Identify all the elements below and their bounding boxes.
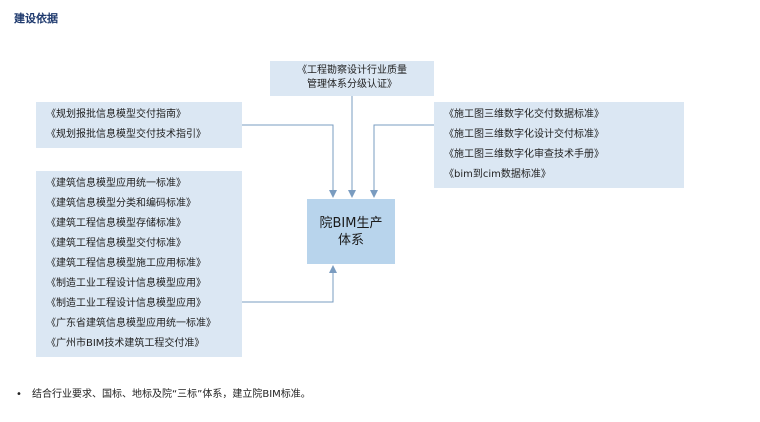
standard-box-construction: 《施工图三维数字化交付数据标准》 《施工图三维数字化设计交付标准》 《施工图三维… <box>434 102 684 188</box>
center-label-line: 体系 <box>337 232 364 248</box>
arrow-from-planning-box <box>242 124 337 198</box>
standard-item: 《施工图三维数字化设计交付标准》 <box>444 129 604 140</box>
standard-item: 《建筑工程信息模型存储标准》 <box>46 218 186 229</box>
standard-item: 《建筑信息模型应用统一标准》 <box>46 178 186 189</box>
standard-item: 《施工图三维数字化交付数据标准》 <box>444 109 604 120</box>
bim-production-system-box: 院BIM生产 体系 <box>307 199 395 264</box>
standard-item: 《规划报批信息模型交付技术指引》 <box>46 129 206 140</box>
standard-item: 《建筑工程信息模型交付标准》 <box>46 238 186 249</box>
center-label-line: 院BIM生产 <box>319 215 383 231</box>
standard-item: 《广州市BIM技术建筑工程交付准》 <box>46 338 205 349</box>
bullet-note: • 结合行业要求、国标、地标及院“三标”体系，建立院BIM标准。 <box>16 385 311 400</box>
bullet-note-text: 结合行业要求、国标、地标及院“三标”体系，建立院BIM标准。 <box>32 389 311 400</box>
standard-box-top: 《工程勘察设计行业质量 管理体系分级认证》 <box>270 61 434 96</box>
arrow-from-national-box <box>242 265 337 303</box>
standard-item: 《广东省建筑信息模型应用统一标准》 <box>46 318 216 329</box>
standard-item: 《规划报批信息模型交付指南》 <box>46 109 186 120</box>
standard-item: 《制造工业工程设计信息模型应用》 <box>46 298 206 309</box>
bullet-icon: • <box>16 389 22 400</box>
standard-item: 《施工图三维数字化审查技术手册》 <box>444 149 604 160</box>
standard-item: 《建筑工程信息模型施工应用标准》 <box>46 258 206 269</box>
standard-item: 《工程勘察设计行业质量 <box>297 65 407 76</box>
standard-box-planning: 《规划报批信息模型交付指南》 《规划报批信息模型交付技术指引》 <box>36 102 242 148</box>
arrow-from-construction-box <box>370 124 434 198</box>
standard-item: 《制造工业工程设计信息模型应用》 <box>46 278 206 289</box>
page-title: 建设依据 <box>14 12 58 25</box>
standard-item: 管理体系分级认证》 <box>307 79 397 90</box>
standard-box-national: 《建筑信息模型应用统一标准》 《建筑信息模型分类和编码标准》 《建筑工程信息模型… <box>36 171 242 357</box>
standard-item: 《bim到cim数据标准》 <box>444 169 551 180</box>
standard-item: 《建筑信息模型分类和编码标准》 <box>46 198 196 209</box>
